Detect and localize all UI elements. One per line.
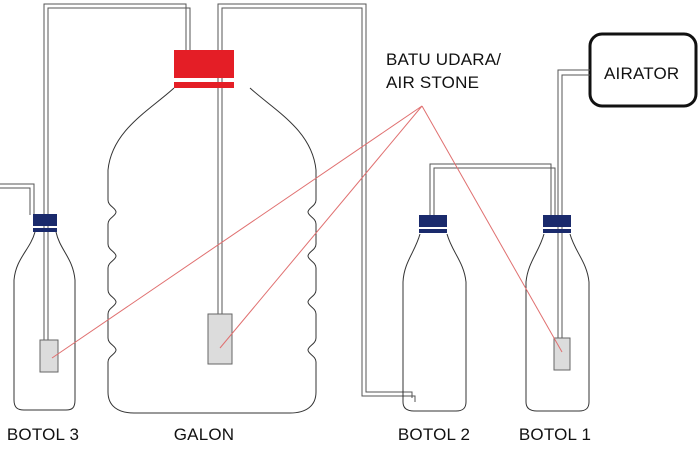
botol3-bottle bbox=[13, 214, 76, 411]
air-stone-galon bbox=[207, 313, 233, 365]
airator-label: AIRATOR bbox=[604, 64, 680, 83]
air-stone-label-line2: AIR STONE bbox=[386, 73, 480, 92]
botol2-label: BOTOL 2 bbox=[397, 425, 471, 444]
galon-label: GALON bbox=[173, 425, 235, 444]
botol3-cap-ring bbox=[33, 228, 57, 232]
botol1-label: BOTOL 1 bbox=[518, 425, 592, 444]
galon-cap bbox=[174, 50, 234, 78]
botol1-cap bbox=[543, 215, 571, 227]
tubing bbox=[0, 3, 590, 402]
air-stone-label-line1: BATU UDARA/ bbox=[386, 50, 502, 69]
botol1-cap-ring bbox=[543, 229, 571, 233]
air-stone-botol3 bbox=[39, 339, 59, 373]
galon-bottle bbox=[107, 50, 317, 414]
botol1-bottle bbox=[525, 215, 590, 412]
botol2-bottle bbox=[402, 215, 467, 412]
air-stone-pointer-lines bbox=[51, 105, 563, 359]
botol2-cap-ring bbox=[419, 229, 447, 233]
botol3-cap bbox=[33, 214, 57, 226]
botol3-label: BOTOL 3 bbox=[6, 425, 80, 444]
botol2-cap bbox=[419, 215, 447, 227]
galon-cap-ring bbox=[174, 82, 234, 88]
air-stone-botol1 bbox=[553, 337, 571, 371]
